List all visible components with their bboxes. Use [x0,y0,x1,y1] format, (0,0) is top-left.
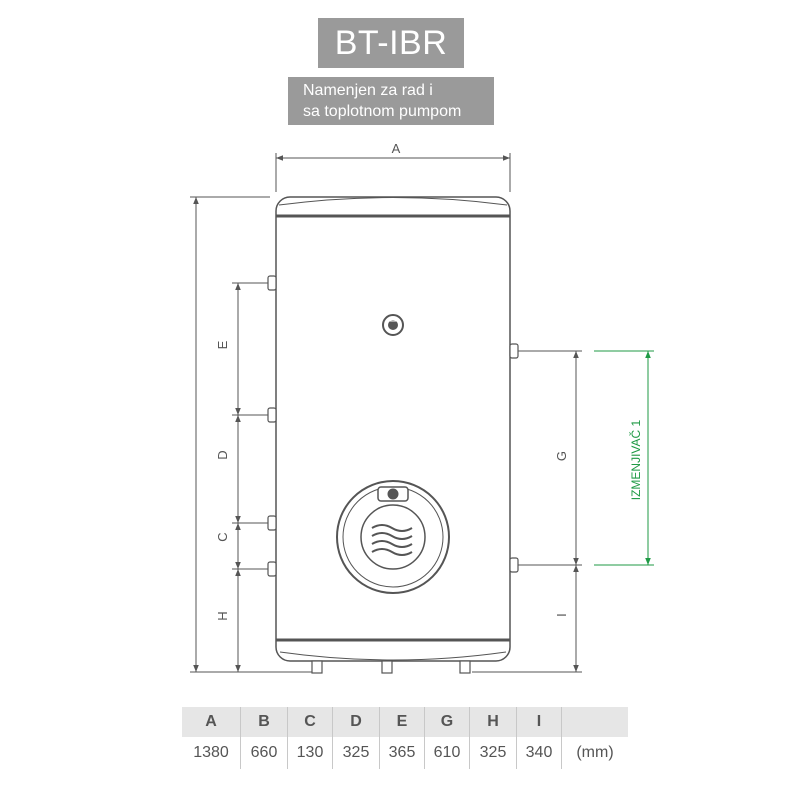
dimension-b [190,196,312,673]
left-ports [267,275,277,577]
right-dimension-chain [472,350,582,673]
label-exchanger: IZMENJIVAČ 1 [628,419,643,500]
value-cell: 365 [379,737,425,769]
thermometer-icon [382,314,404,336]
model-title: BT-IBR [318,18,464,68]
label-d: D [215,450,230,459]
dimensions-table: A B C D E G H I 1380 660 130 325 365 610… [182,707,628,769]
header-cell: E [379,707,425,737]
unit-cell: (mm) [561,737,628,769]
header-cell: C [287,707,333,737]
header-cell: B [240,707,288,737]
header-cell: I [516,707,562,737]
label-c: C [215,532,230,541]
label-h: H [215,611,230,620]
value-cell: 325 [469,737,517,769]
label-e: E [215,340,230,349]
header-cell: H [469,707,517,737]
value-cell: 340 [516,737,562,769]
exchanger-dimension [594,350,654,566]
table-row: 1380 660 130 325 365 610 325 340 (mm) [182,737,628,769]
label-g: G [554,451,569,461]
subtitle-line-2: sa toplotnom pumpom [303,103,462,120]
value-cell: 610 [424,737,470,769]
value-cell: 1380 [193,744,229,761]
tank-body [275,196,511,662]
value-cell: 325 [332,737,380,769]
right-ports [509,343,519,573]
header-cell: A [182,707,241,737]
label-a: A [392,141,401,156]
value-cell: 660 [240,737,288,769]
dimension-a [275,153,511,192]
subtitle-box: Namenjen za rad i sa toplotnom pumpom [288,77,494,125]
heater-flange-icon [336,480,450,594]
header-cell: G [424,707,470,737]
label-i: I [554,613,569,617]
bottom-connections [311,660,471,674]
left-dimension-chain [232,282,268,672]
header-cell: D [332,707,380,737]
table-header-row: A B C D E G H I [182,707,628,737]
header-cell [561,707,628,737]
value-cell: 130 [287,737,333,769]
subtitle-line-1: Namenjen za rad i [303,82,433,99]
